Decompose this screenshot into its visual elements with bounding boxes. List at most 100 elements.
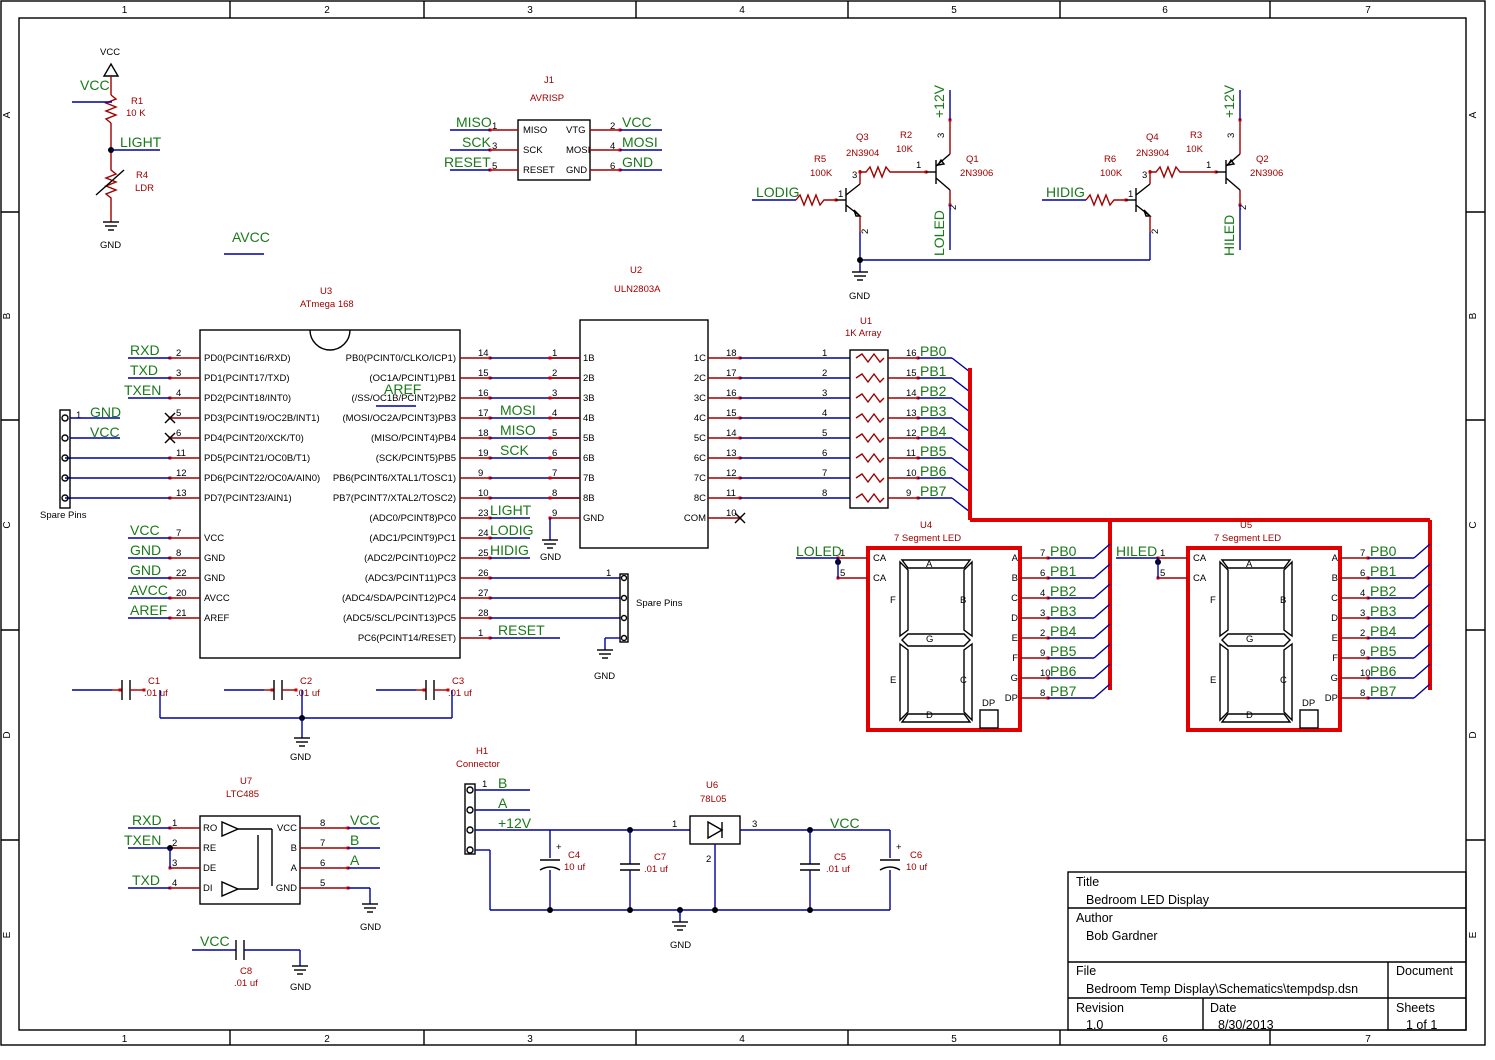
net-label: +12V: [931, 84, 947, 118]
u2-pin-name: 3B: [583, 393, 595, 404]
j1-pin-name: MOSI: [566, 145, 590, 156]
u1-ref: U1: [860, 316, 872, 327]
bus-entry: [1093, 683, 1111, 699]
net-label: PB0: [1050, 543, 1077, 559]
regulator-diode: [707, 820, 724, 840]
segment-letter: F: [1210, 595, 1216, 606]
pin-number: 4: [552, 408, 557, 419]
pin-number: 8: [320, 818, 325, 829]
resistor-element: [855, 472, 885, 484]
row-letter: E: [2, 931, 13, 938]
j1-pin-name: GND: [566, 165, 587, 176]
pin-number: 28: [478, 608, 489, 619]
pin-number: 2: [552, 368, 557, 379]
segment-letter: C: [1280, 675, 1287, 686]
pin-name: G: [1331, 673, 1338, 684]
pin-number: 2: [172, 838, 177, 849]
ref: U4: [920, 520, 932, 531]
title-label: Title: [1076, 875, 1099, 889]
bus-entry: [951, 377, 971, 393]
pin-name: B: [1332, 573, 1338, 584]
pin-number: 2: [610, 121, 615, 132]
j1-pin-name: RESET: [523, 165, 555, 176]
ref: 2N3904: [846, 148, 879, 159]
pin-number: 1: [492, 121, 497, 132]
highlight-bus: [866, 368, 1432, 732]
j1-value: AVRISP: [530, 93, 564, 104]
pin-number: 11: [176, 448, 186, 459]
driver-array-u2: U2 ULN2803A 1B12B23B34B45B56B67B78B8GND9…: [540, 265, 850, 563]
emitter-arrow: [1143, 209, 1152, 217]
pin-number: 1: [76, 410, 81, 421]
header-pin: [620, 574, 628, 582]
net-label: PB4: [920, 423, 947, 439]
pin-number: 3: [176, 368, 181, 379]
net-label: VCC: [622, 114, 652, 130]
net-label: +12V: [498, 815, 532, 831]
segment-c: [1283, 642, 1293, 722]
pin-number: 2: [176, 348, 181, 359]
bus-entry: [1413, 643, 1431, 659]
r4-value: LDR: [135, 183, 154, 194]
segment-letter: G: [1246, 634, 1253, 645]
pin-number: 5: [552, 428, 557, 439]
u2-pin-name: COM: [684, 513, 706, 524]
net-label: LIGHT: [490, 502, 532, 518]
header-pin: [466, 826, 474, 834]
regulator-body: [689, 815, 741, 845]
segment-a: [900, 559, 972, 569]
pin-number: 17: [478, 408, 489, 419]
net-label: A: [498, 795, 508, 811]
segment-letter: A: [1246, 559, 1253, 570]
pin-dot: [548, 376, 552, 380]
junction-dot: [547, 907, 553, 913]
u2-pin-name: 4C: [694, 413, 706, 424]
pin-name: VCC: [277, 823, 297, 834]
u3-pin-name: (ADC5/SCL/PCINT13)PC5: [343, 613, 456, 624]
net-label: PB5: [920, 443, 947, 459]
pin-number: 16: [726, 388, 737, 399]
pin-number: 18: [726, 348, 737, 359]
u3-pin-name: PD3(PCINT19/OC2B/INT1): [204, 413, 320, 424]
pin-number: 1: [916, 160, 921, 171]
pin-number: 4: [176, 388, 181, 399]
resistor-r1: [104, 94, 118, 124]
pin-dot: [548, 356, 552, 360]
net-label: GND: [130, 562, 161, 578]
u2-ref: U2: [630, 265, 642, 276]
pin-number: 9: [478, 468, 483, 479]
pin-number: 7: [822, 468, 827, 479]
row-letter: D: [1468, 731, 1479, 738]
pin-number: 24: [478, 528, 489, 539]
net-label: RESET: [498, 622, 545, 638]
segment-letter: B: [960, 595, 966, 606]
emitter-arrow: [936, 158, 946, 166]
pin-number: 7: [176, 528, 181, 539]
u2-pin-name: 3C: [694, 393, 706, 404]
driver-symbol: [221, 880, 240, 898]
ref: LTC485: [226, 789, 259, 800]
net-label: PB3: [1370, 603, 1397, 619]
u3-pin-name: (ADC3/PCINT11)PC3: [365, 573, 456, 584]
pin-number: 20: [176, 588, 187, 599]
pin-dot: [446, 688, 450, 692]
col-number: 5: [951, 5, 957, 16]
segment-g: [1221, 633, 1291, 647]
bus-entry: [1093, 583, 1111, 599]
gnd-label: GND: [290, 752, 311, 763]
col-number: 4: [739, 5, 745, 16]
ref: C1: [148, 676, 160, 687]
gnd-label: GND: [594, 671, 615, 682]
net-label: HILED: [1116, 543, 1157, 559]
nc: [734, 512, 746, 524]
u1-value: 1K Array: [845, 328, 882, 339]
pin-dot: [118, 688, 122, 692]
pin-number: 3: [752, 819, 757, 830]
segment-letter: DP: [982, 698, 995, 709]
ref: 10 uf: [906, 862, 927, 873]
